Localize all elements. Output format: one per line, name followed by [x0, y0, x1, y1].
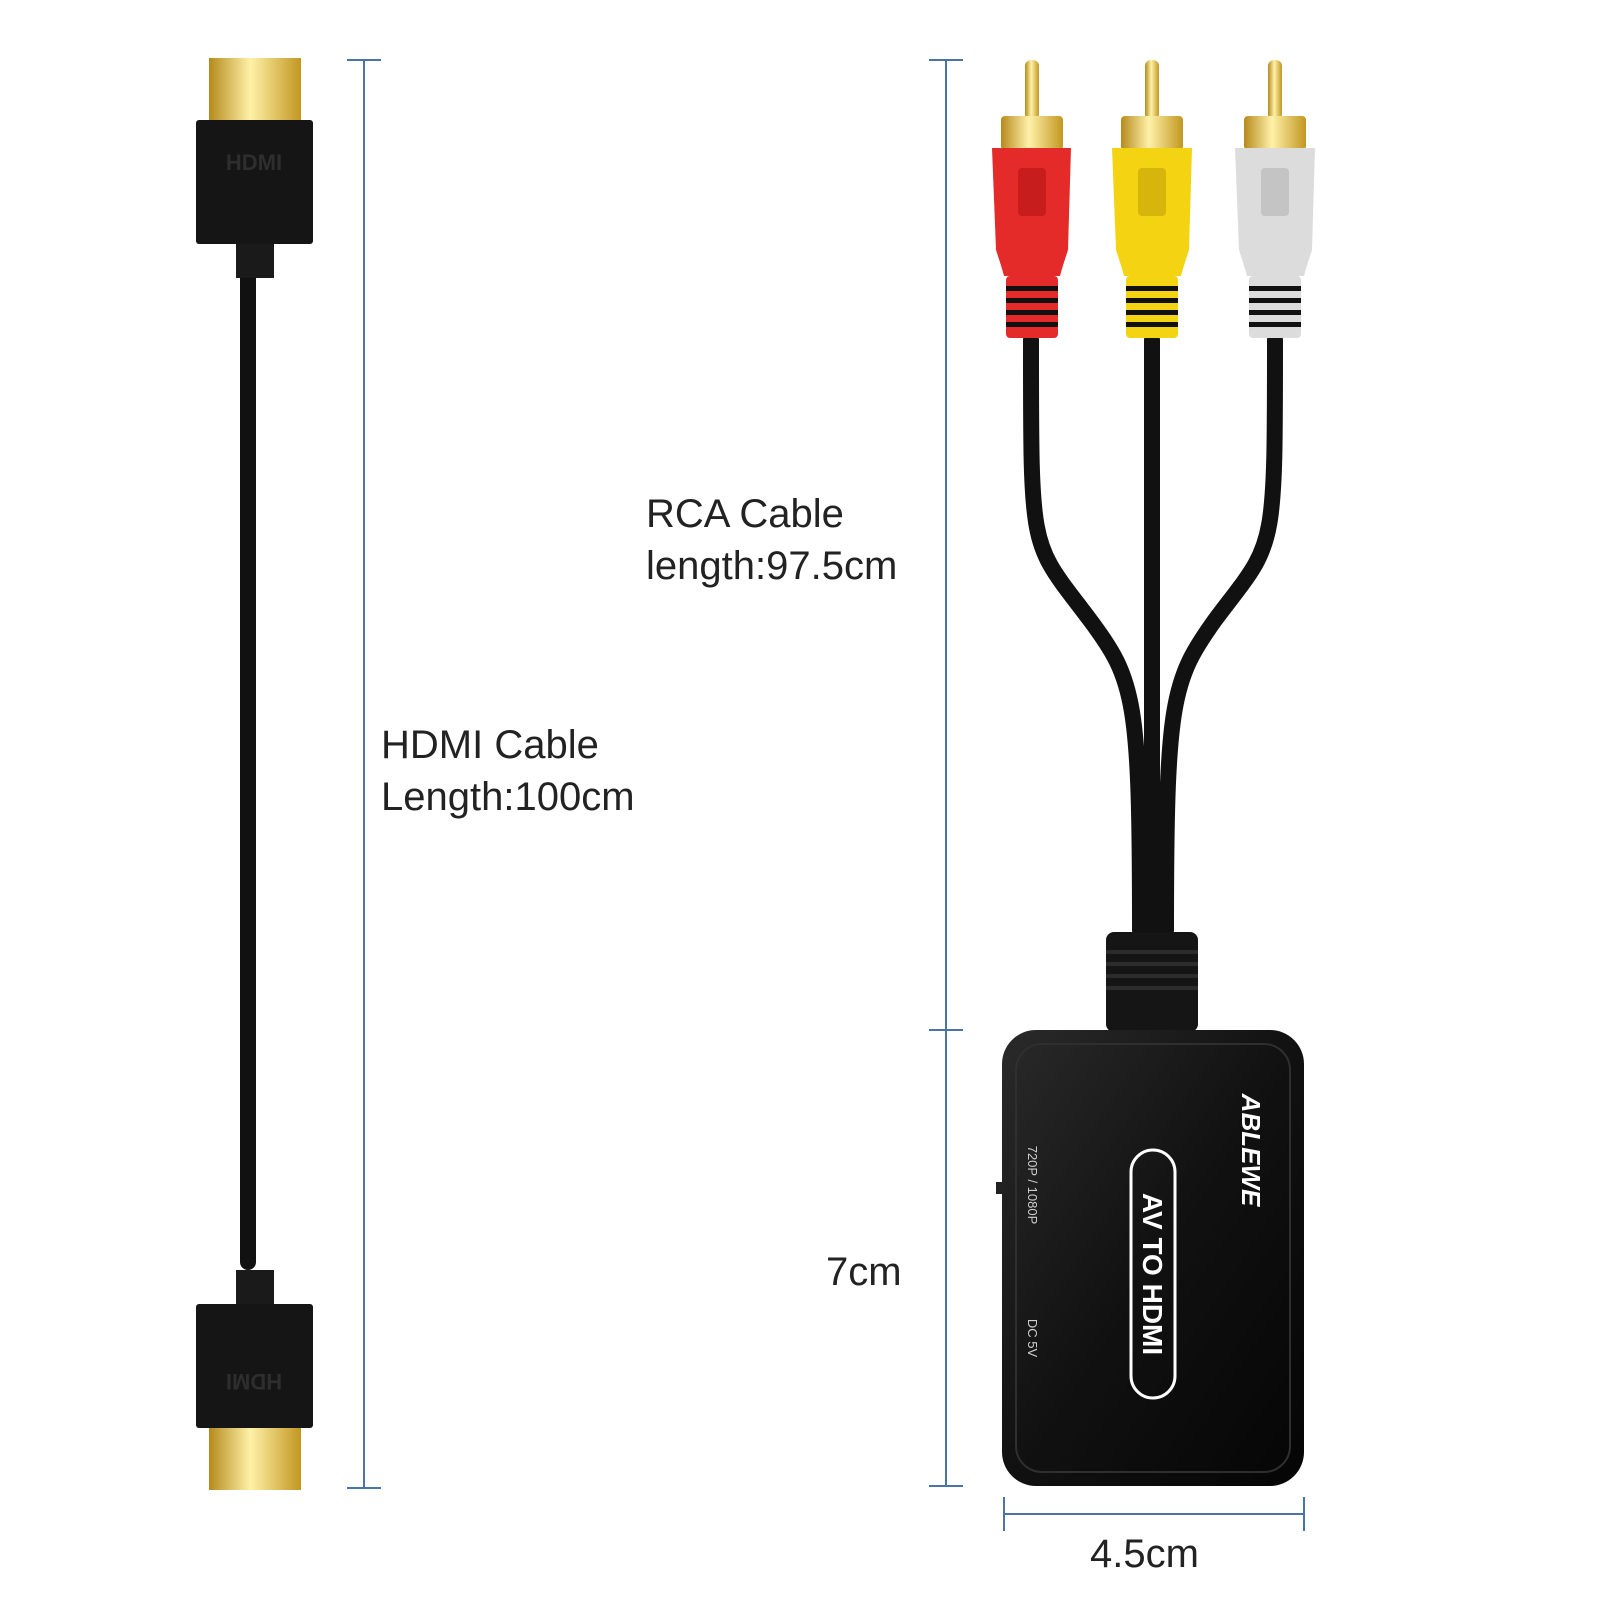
product-name-badge: [1129, 1148, 1177, 1400]
rca-plug-red: [992, 60, 1071, 338]
rca-red-wire: [1022, 332, 1148, 938]
strain-relief: [1106, 932, 1198, 1032]
resolution-text: 720P / 1080P: [1025, 1146, 1040, 1225]
hdmi-logo-top: HDMI: [226, 150, 282, 175]
power-text: DC 5V: [1025, 1319, 1040, 1358]
rca-cable-label: RCA Cable length:97.5cm: [646, 488, 897, 592]
brand-logo: ABLEWE: [1236, 1093, 1266, 1207]
hdmi-cable-label: HDMI Cable Length:100cm: [381, 719, 635, 823]
rca-cable-title: RCA Cable: [646, 492, 844, 536]
box-height-label: 7cm: [826, 1250, 902, 1294]
box-height-measure-line: [929, 1030, 963, 1487]
hdmi-connector-bottom: HDMI: [196, 1270, 313, 1490]
rca-plug-yellow: [1112, 60, 1192, 338]
hdmi-connector-top: HDMI: [196, 58, 313, 278]
resolution-switch: [996, 1182, 1004, 1194]
rca-plug-white: [1235, 60, 1315, 338]
hdmi-cable: HDMI HDMI: [196, 58, 313, 1490]
hdmi-cable-length: Length:100cm: [381, 775, 635, 819]
rca-measure-line: [929, 59, 963, 1031]
box-width-measure-line: [1003, 1497, 1305, 1531]
hdmi-logo-bottom: HDMI: [226, 1369, 282, 1394]
converter-box: AV TO HDMI ABLEWE 720P / 1080P DC 5V: [996, 1030, 1304, 1486]
hdmi-cable-title: HDMI Cable: [381, 723, 599, 767]
box-width-label: 4.5cm: [1090, 1532, 1199, 1576]
rca-cables: [1022, 332, 1283, 938]
product-name-text: AV TO HDMI: [1137, 1193, 1168, 1355]
rca-white-wire: [1158, 332, 1283, 938]
hdmi-measure-line: [347, 59, 381, 1489]
measure-lines: [347, 59, 1305, 1531]
hdmi-cable-wire: [240, 268, 256, 1270]
rca-cable-length: length:97.5cm: [646, 544, 898, 588]
